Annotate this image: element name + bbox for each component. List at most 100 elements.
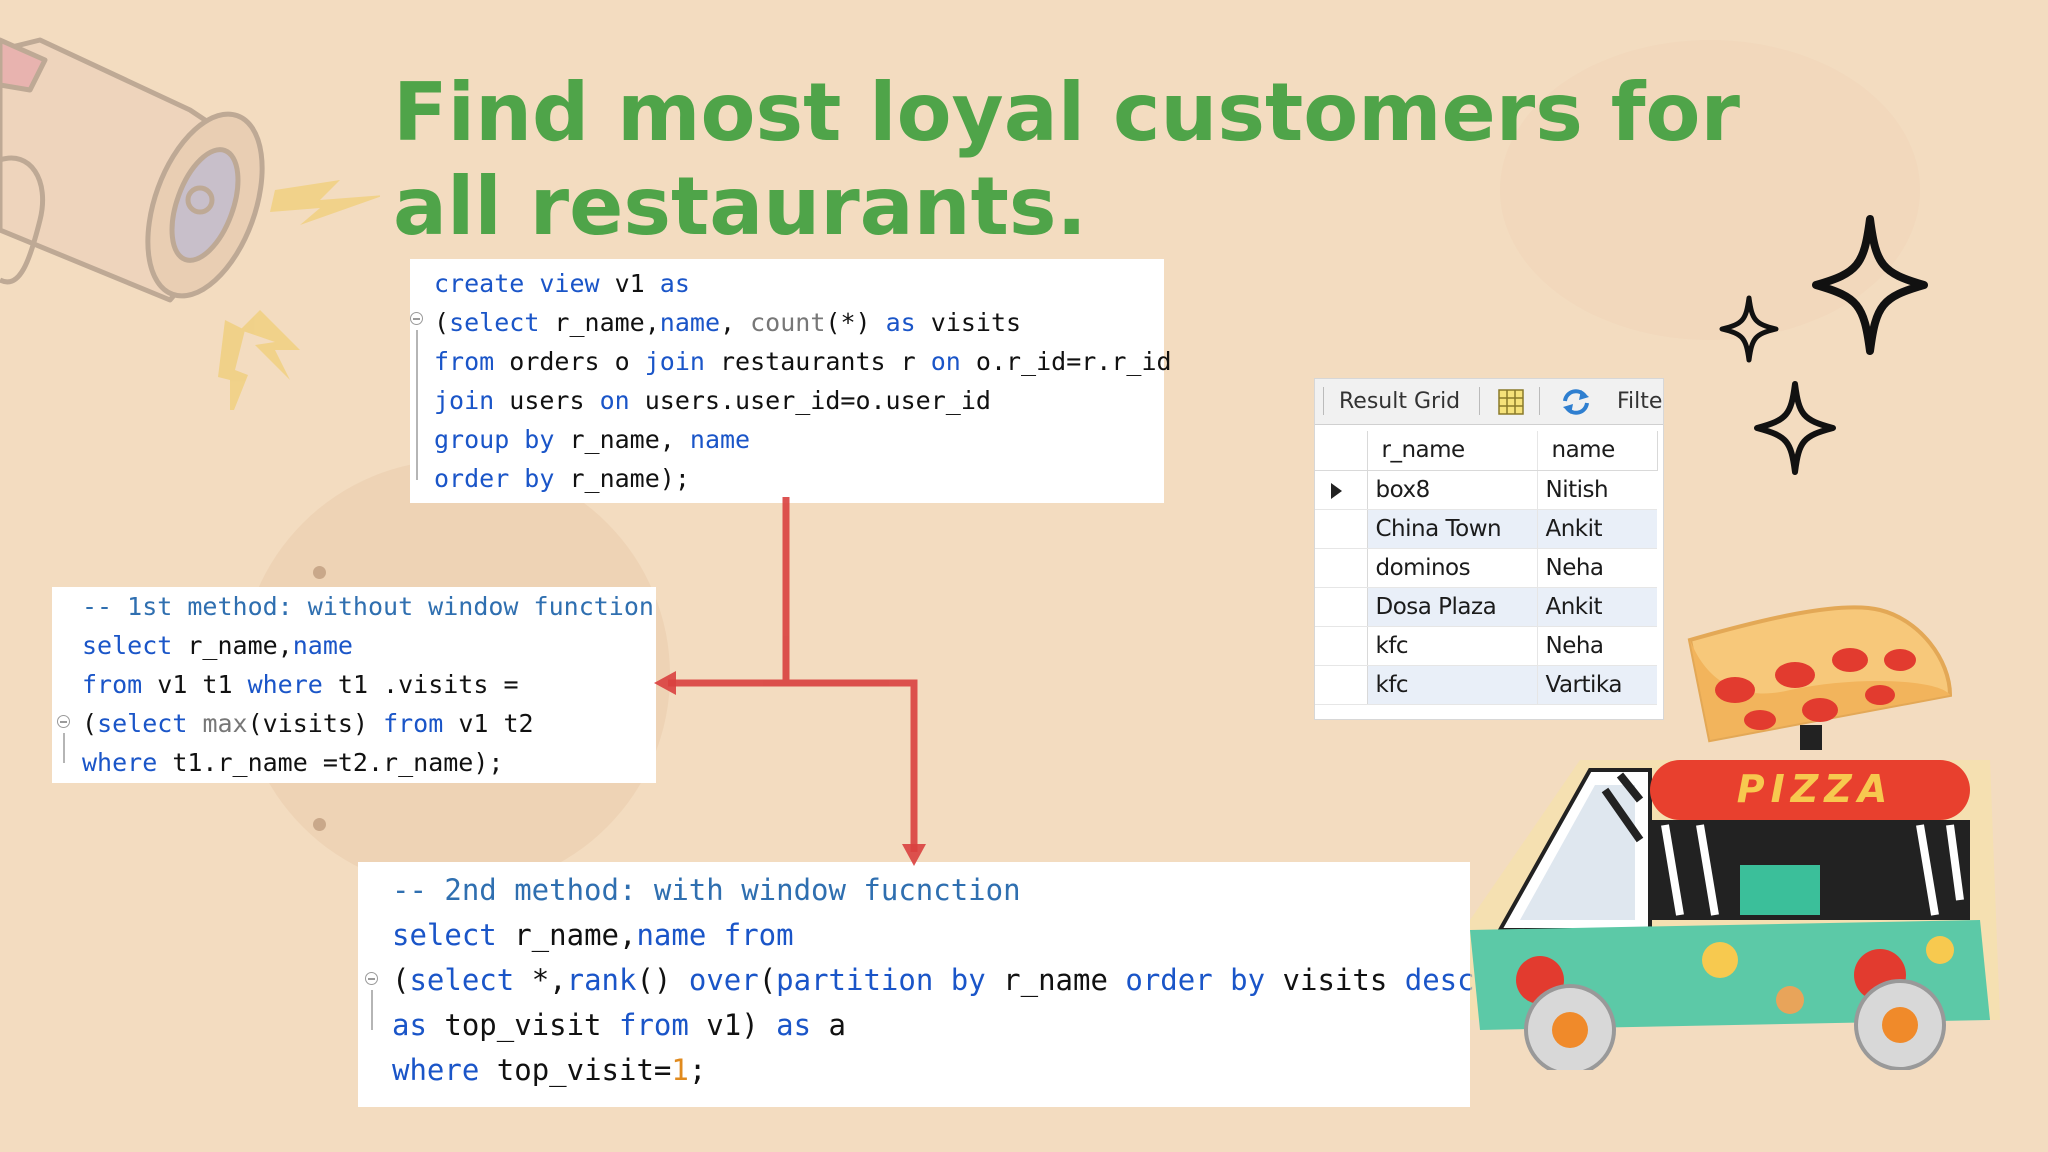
sparkle-icon bbox=[1754, 381, 1836, 475]
code-token: ; bbox=[688, 1053, 707, 1087]
table-row[interactable]: box8 Nitish bbox=[1315, 470, 1657, 510]
table-cell[interactable]: kfc bbox=[1367, 626, 1538, 666]
table-cell[interactable]: Nitish bbox=[1537, 470, 1657, 510]
code-token: o.r_id=r.r_id bbox=[960, 347, 1172, 376]
code-token: desc bbox=[1404, 963, 1475, 997]
refresh-icon[interactable] bbox=[1559, 387, 1593, 417]
code-token: create view bbox=[434, 269, 600, 298]
code-token: join bbox=[644, 347, 705, 376]
row-header[interactable] bbox=[1315, 587, 1368, 627]
code-token: r_name, bbox=[496, 918, 637, 952]
code-token: v1 t1 bbox=[142, 670, 248, 699]
code-token: r_name, bbox=[539, 308, 660, 337]
table-cell[interactable]: Neha bbox=[1537, 626, 1657, 666]
code-token: orders o bbox=[494, 347, 645, 376]
row-header[interactable] bbox=[1315, 470, 1368, 510]
fold-toggle-icon[interactable] bbox=[57, 715, 70, 728]
code-line: (select r_name,name, count(*) as visits bbox=[410, 303, 1164, 342]
code-line: as top_visit from v1) as a bbox=[358, 1003, 1470, 1048]
current-row-arrow-icon bbox=[1331, 482, 1342, 499]
code-line: group by r_name, name bbox=[410, 420, 1164, 459]
fold-guide bbox=[416, 330, 418, 480]
fold-toggle-icon[interactable] bbox=[410, 312, 423, 325]
code-line: create view v1 as bbox=[410, 264, 1164, 303]
code-token: as bbox=[776, 1008, 812, 1042]
code-token: ( bbox=[82, 709, 98, 738]
code-token: *, bbox=[514, 963, 567, 997]
table-row[interactable]: Dosa Plaza Ankit bbox=[1315, 587, 1657, 627]
code-token: () bbox=[636, 963, 689, 997]
table-row[interactable]: China Town Ankit bbox=[1315, 509, 1657, 549]
code-line: select r_name,name from bbox=[358, 913, 1470, 958]
code-token: t1 .visits = bbox=[322, 670, 519, 699]
code-line: (select *,rank() over(partition by r_nam… bbox=[358, 958, 1492, 1003]
code-token: select bbox=[82, 631, 173, 660]
table-cell[interactable]: dominos bbox=[1367, 548, 1538, 588]
code-token: from bbox=[82, 670, 143, 699]
code-token: visits bbox=[1265, 963, 1405, 997]
code-token: as bbox=[885, 308, 916, 337]
code-token: from bbox=[434, 347, 495, 376]
result-grid-tab[interactable]: Result Grid bbox=[1339, 389, 1461, 414]
table-header-row: r_name name bbox=[1315, 431, 1658, 471]
column-header[interactable]: r_name bbox=[1367, 431, 1538, 471]
grid-view-icon[interactable] bbox=[1497, 388, 1525, 416]
code-token: a bbox=[811, 1008, 846, 1042]
code-token: count bbox=[750, 308, 826, 337]
table-cell[interactable]: box8 bbox=[1367, 470, 1538, 510]
table-cell[interactable]: Ankit bbox=[1537, 509, 1657, 549]
code-line: (select max(visits) from v1 t2 bbox=[52, 704, 656, 743]
row-header[interactable] bbox=[1315, 509, 1368, 549]
arrow-head-down bbox=[902, 844, 926, 866]
code-token: r_name bbox=[985, 963, 1126, 997]
column-header[interactable]: name bbox=[1537, 431, 1658, 471]
code-token: r_name, bbox=[172, 631, 293, 660]
code-token: (visits) bbox=[247, 709, 384, 738]
arrow-connector bbox=[668, 497, 790, 687]
fold-guide bbox=[63, 733, 65, 763]
table-row[interactable]: dominos Neha bbox=[1315, 548, 1657, 588]
fold-toggle-icon[interactable] bbox=[365, 972, 378, 985]
row-header[interactable] bbox=[1315, 548, 1368, 588]
table-cell[interactable]: kfc bbox=[1367, 665, 1538, 705]
code-token: top_visit bbox=[426, 1008, 619, 1042]
code-token: users.user_id=o.user_id bbox=[629, 386, 991, 415]
table-row[interactable]: kfc Neha bbox=[1315, 626, 1657, 666]
table-cell[interactable]: Ankit bbox=[1537, 587, 1657, 627]
table-cell[interactable]: Dosa Plaza bbox=[1367, 587, 1538, 627]
table-cell[interactable]: China Town bbox=[1367, 509, 1538, 549]
code-line: from orders o join restaurants r on o.r_… bbox=[410, 342, 1172, 381]
bullet-dot bbox=[313, 818, 326, 831]
result-grid-table: r_name name box8 Nitish China Town Ankit… bbox=[1315, 431, 1658, 705]
sparkle-icon bbox=[1812, 215, 1928, 355]
code-token: -- 2nd method: with window fucnction bbox=[392, 873, 1021, 907]
row-header[interactable] bbox=[1315, 665, 1368, 705]
row-header-corner bbox=[1315, 431, 1368, 471]
code-token: select bbox=[409, 963, 515, 997]
pizza-slice-icon bbox=[1687, 605, 1953, 750]
table-cell[interactable]: Neha bbox=[1537, 548, 1657, 588]
table-cell[interactable]: Vartika bbox=[1537, 665, 1657, 705]
code-token: ( bbox=[758, 963, 777, 997]
code-token: restaurants r bbox=[704, 347, 931, 376]
code-token: from bbox=[383, 709, 444, 738]
code-token: join bbox=[434, 386, 495, 415]
slide-title: Find most loyal customers for all restau… bbox=[393, 66, 1740, 253]
arrow-connector bbox=[786, 679, 918, 852]
code-token: name bbox=[689, 425, 751, 454]
code-token: -- 1st method: without window function bbox=[82, 592, 654, 621]
code-line: where top_visit=1; bbox=[358, 1048, 1470, 1093]
megaphone-icon bbox=[0, 37, 380, 410]
table-row[interactable]: kfc Vartika bbox=[1315, 665, 1657, 705]
toolbar-separator bbox=[1539, 387, 1540, 415]
code-line: -- 2nd method: with window fucnction bbox=[358, 868, 1470, 913]
code-token: visits bbox=[915, 308, 1022, 337]
fold-guide bbox=[371, 990, 373, 1030]
code-token: t1.r_name =t2.r_name); bbox=[157, 748, 504, 777]
code-line: -- 1st method: without window function bbox=[52, 587, 656, 626]
truck-sign-text: PIZZA bbox=[1737, 767, 1894, 811]
row-header[interactable] bbox=[1315, 626, 1368, 666]
